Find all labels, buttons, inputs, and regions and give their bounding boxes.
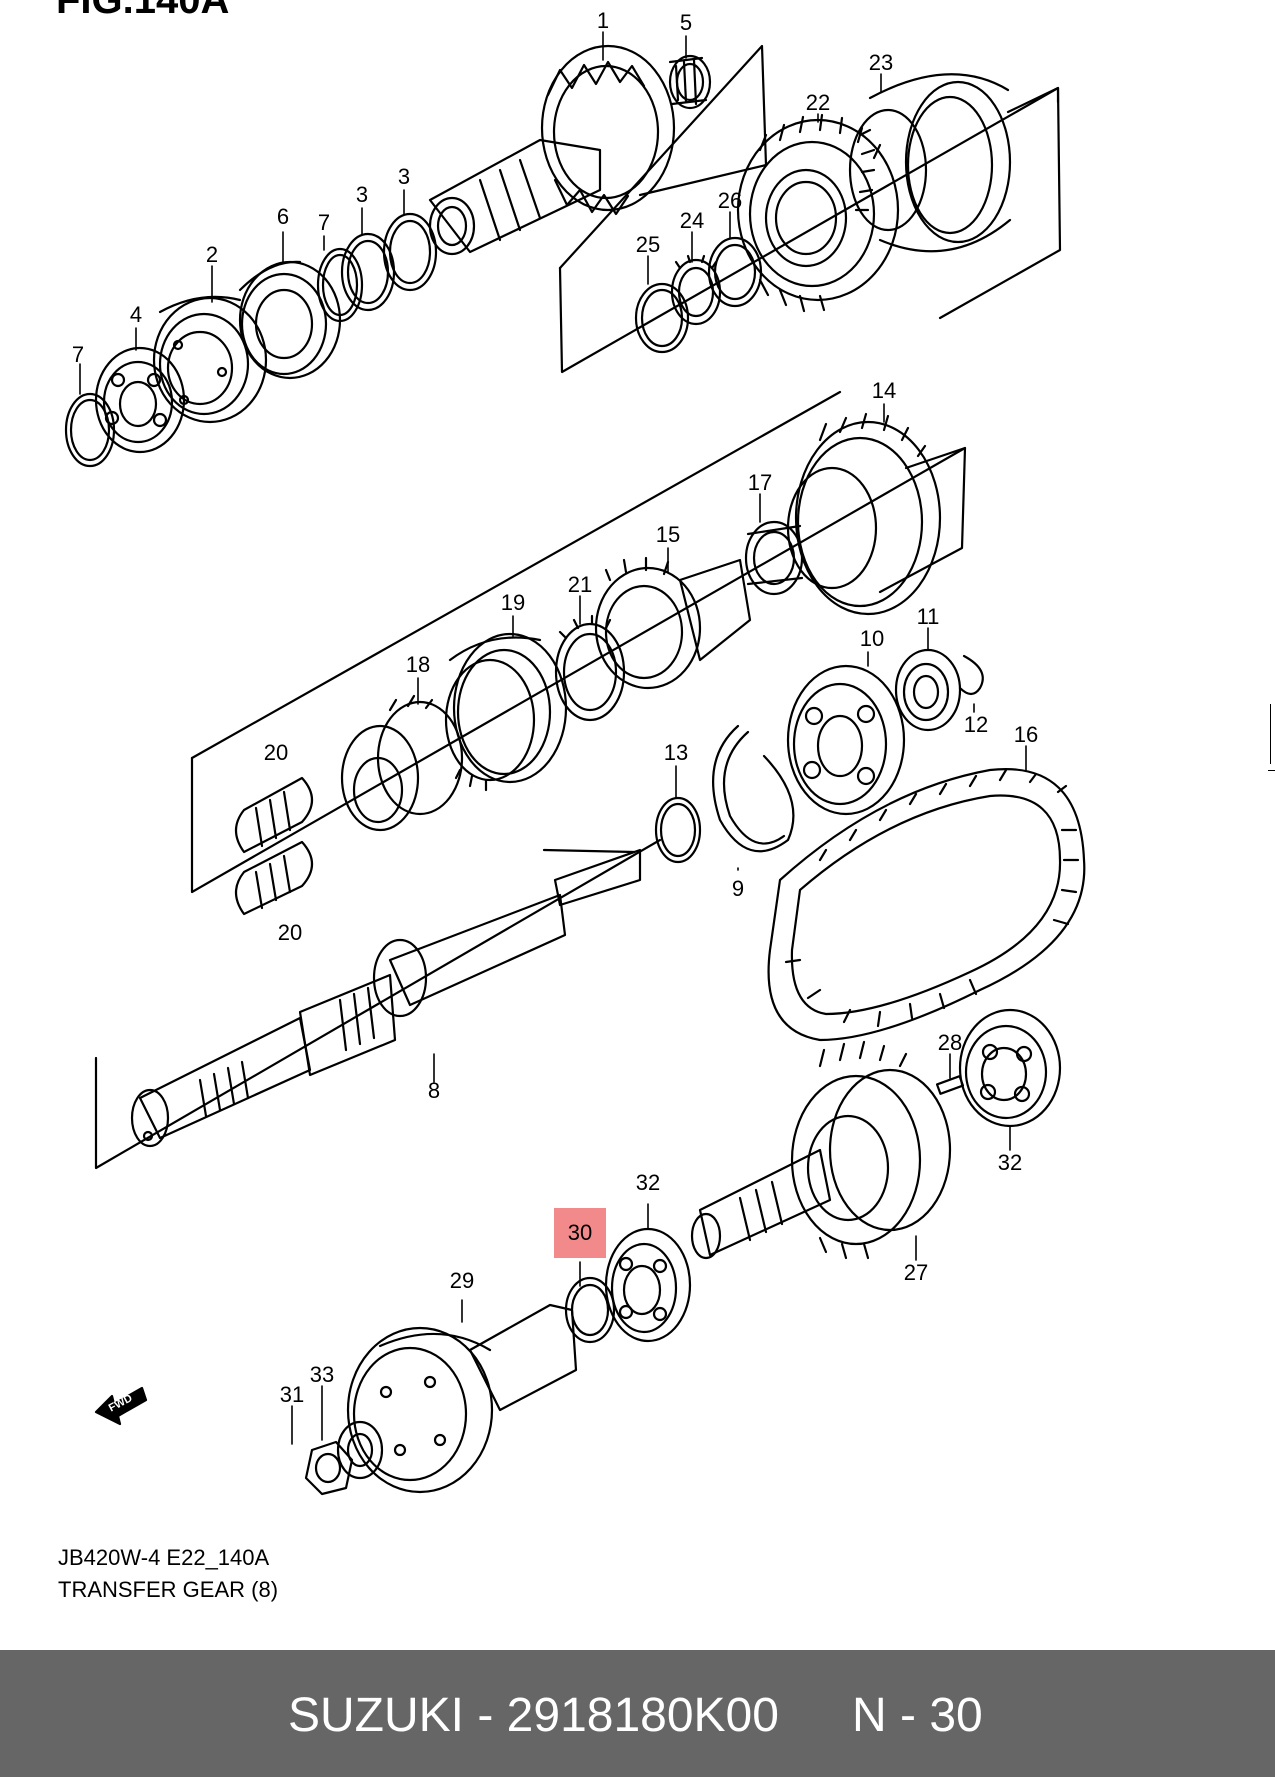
- callout-label: 24: [680, 208, 704, 233]
- part-33-washer: [336, 1420, 384, 1480]
- highlight-box: [554, 1208, 606, 1258]
- callout-label: 32: [636, 1170, 660, 1195]
- part-20-needle-bearing-upper: [234, 776, 314, 854]
- callout-label: 31: [280, 1382, 304, 1407]
- callout-label: 19: [501, 590, 525, 615]
- callout-label: 13: [664, 740, 688, 765]
- part-28-pin: [935, 1075, 965, 1095]
- leader-lines: [79, 31, 1027, 1445]
- callout-label: 20: [278, 920, 302, 945]
- part-14-gear: [786, 412, 942, 616]
- figure-name: TRANSFER GEAR (8): [58, 1577, 279, 1602]
- part-22-gear: [736, 113, 900, 313]
- part-16-chain: [767, 768, 1086, 1042]
- callout-label: 11: [917, 604, 940, 629]
- part-27-gear-shaft: [690, 1040, 952, 1260]
- part-15-hub: [594, 556, 752, 690]
- callout-label: 14: [872, 378, 896, 403]
- callout-label: 1: [597, 8, 609, 33]
- bracket-middle: [190, 446, 967, 894]
- callout-label: 23: [869, 50, 893, 75]
- callout-label: 6: [277, 204, 289, 229]
- edge-marker: [1270, 704, 1271, 764]
- part-11-bearing: [894, 648, 962, 732]
- part-29-flange: [346, 1303, 578, 1494]
- callout-label: 20: [264, 740, 288, 765]
- callout-label: 8: [428, 1078, 440, 1103]
- highlight-label: 30: [568, 1220, 592, 1245]
- part-6-bearing: [238, 260, 342, 380]
- callout-label: 29: [450, 1268, 474, 1293]
- part-32-bearing-right: [958, 1008, 1062, 1128]
- callout-label: 21: [568, 572, 592, 597]
- callout-label: 28: [938, 1030, 962, 1055]
- part-18-gear: [340, 694, 464, 832]
- bracket-lower: [94, 838, 662, 1170]
- figure-code: JB420W-4 E22_140A: [58, 1545, 270, 1570]
- reference-label: N - 30: [852, 1689, 983, 1742]
- part-3-rings: [340, 212, 438, 312]
- part-19-sleeve: [444, 632, 568, 792]
- part-number-label: SUZUKI - 2918180K00: [288, 1689, 779, 1742]
- callout-label: 7: [72, 342, 84, 367]
- figure-title: FIG.140A: [56, 0, 230, 22]
- callout-label: 33: [310, 1362, 334, 1387]
- callout-labels: 1 5 23 22 3 3 6 7 2 26 24 25 4 7 14 17 1…: [72, 8, 1038, 1407]
- bracket-top: [558, 44, 768, 270]
- part-32-bearing-left: [604, 1227, 692, 1343]
- edge-marker: [1268, 770, 1275, 771]
- bracket-top-right: [558, 86, 1060, 374]
- callout-label: 26: [718, 188, 742, 213]
- callout-label: 25: [636, 232, 660, 257]
- part-7-snap-ring-lower: [64, 392, 116, 468]
- part-24-synchro-ring: [670, 254, 722, 326]
- callout-label: 10: [860, 626, 884, 651]
- part-5-needle-bearing: [668, 54, 712, 110]
- bracket-middle-top: [190, 390, 842, 760]
- footer-bar: [0, 1650, 1275, 1777]
- callout-label: 7: [318, 210, 330, 235]
- callout-label: 15: [656, 522, 680, 547]
- part-12-snap-ring: [958, 654, 984, 696]
- callout-label: 12: [964, 712, 988, 737]
- part-23-sleeve: [848, 73, 1012, 253]
- part-13-ring: [654, 796, 702, 864]
- callout-label: 18: [406, 652, 430, 677]
- callout-label: 3: [398, 164, 410, 189]
- part-10-bearing: [786, 664, 906, 816]
- bracket-middle-right: [904, 446, 967, 470]
- fwd-arrow-icon: [94, 1386, 148, 1426]
- callout-label: 4: [130, 302, 142, 327]
- part-2-bearing: [152, 295, 268, 424]
- part-25-snap-ring: [634, 282, 690, 354]
- callout-label: 2: [206, 242, 218, 267]
- part-9-snap-ring: [712, 724, 795, 853]
- part-17-needle-bearing: [744, 520, 804, 596]
- callout-label: 27: [904, 1260, 928, 1285]
- part-1-gear-shaft: [428, 44, 676, 256]
- part-8-main-shaft: [130, 848, 642, 1148]
- callout-label: 22: [806, 90, 830, 115]
- part-31-nut: [304, 1440, 354, 1496]
- callout-label: 17: [748, 470, 772, 495]
- callout-label: 16: [1014, 722, 1038, 747]
- callout-label: 9: [732, 876, 744, 901]
- callout-label: 5: [680, 10, 692, 35]
- part-20-needle-bearing-lower: [234, 840, 314, 916]
- callout-label: 32: [998, 1150, 1022, 1175]
- part-21-synchro-ring: [554, 614, 626, 722]
- bracket-right-a: [938, 86, 1062, 320]
- callout-label: 3: [356, 182, 368, 207]
